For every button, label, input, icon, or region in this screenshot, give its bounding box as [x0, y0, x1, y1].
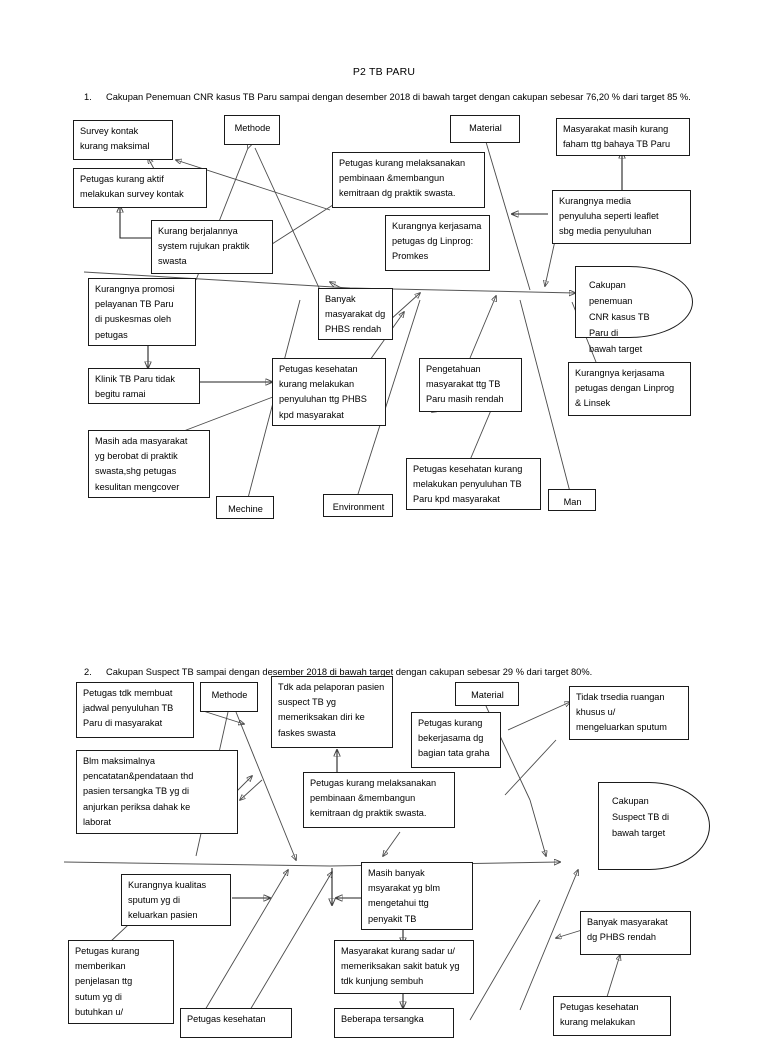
cause-box: Kurangnya media penyuluha seperti leafle… — [552, 190, 691, 244]
cause-box: Kurangnya kerjasama petugas dengan Linpr… — [568, 362, 691, 416]
cause-box: Kurangnya kualitas sputum yg di keluarka… — [121, 874, 231, 926]
cause-box: Petugas kurang memberikan penjelasan ttg… — [68, 940, 174, 1024]
cause-box: Petugas kesehatan kurang melakukan — [553, 996, 671, 1036]
cause-box: Petugas kesehatan — [180, 1008, 292, 1038]
cause-box: Kurangnya promosi pelayanan TB Paru di p… — [88, 278, 196, 346]
cause-box: Petugas kurang melaksanakan pembinaan &m… — [303, 772, 455, 828]
cause-box: Masih banyak msyarakat yg blm mengetahui… — [361, 862, 473, 930]
cause-box: Kurang berjalannya system rujukan prakti… — [151, 220, 273, 274]
section-2-statement: 2. Cakupan Suspect TB sampai dengan dese… — [84, 665, 748, 680]
section-2-number: 2. — [84, 667, 92, 677]
effect-head: Cakupan penemuan CNR kasus TB Paru di ba… — [575, 266, 693, 354]
category-label-material: Material — [450, 115, 520, 143]
page-title: P2 TB PARU — [352, 66, 416, 78]
cause-box: Survey kontak kurang maksimal — [73, 120, 173, 160]
cause-box: Petugas kesehatan kurang melakukan penyu… — [272, 358, 386, 426]
cause-box: Banyak masyarakat dg PHBS rendah — [318, 288, 393, 340]
section-1-number: 1. — [84, 92, 92, 102]
category-label-methode: Methode — [200, 682, 258, 712]
category-label-material: Material — [455, 682, 519, 706]
cause-box: Banyak masyarakat dg PHBS rendah — [580, 911, 691, 955]
cause-box: Masih ada masyarakat yg berobat di prakt… — [88, 430, 210, 498]
cause-box: Tdk ada pelaporan pasien suspect TB yg m… — [271, 676, 393, 748]
cause-box: Beberapa tersangka — [334, 1008, 454, 1038]
section-2-statement-text: Cakupan Suspect TB sampai dengan desembe… — [106, 667, 593, 677]
cause-box: Petugas kurang aktif melakukan survey ko… — [73, 168, 207, 208]
cause-box: Petugas kurang bekerjasama dg bagian tat… — [411, 712, 501, 768]
cause-box: Petugas kesehatan kurang melakukan penyu… — [406, 458, 541, 510]
cause-box: Masyarakat masih kurang faham ttg bahaya… — [556, 118, 690, 156]
section-1-statement-text: Cakupan Penemuan CNR kasus TB Paru sampa… — [106, 92, 691, 102]
category-label-man: Man — [548, 489, 596, 511]
section-1-statement: 1. Cakupan Penemuan CNR kasus TB Paru sa… — [84, 90, 748, 105]
cause-box: Kurangnya kerjasama petugas dg Linprog: … — [385, 215, 490, 271]
category-label-mechine: Mechine — [216, 496, 274, 519]
effect-head: Cakupan Suspect TB di bawah target — [598, 782, 710, 870]
cause-box: Tidak trsedia ruangan khusus u/ mengelua… — [569, 686, 689, 740]
cause-box: Petugas kurang melaksanakan pembinaan &m… — [332, 152, 485, 208]
category-label-methode: Methode — [224, 115, 280, 145]
cause-box: Petugas tdk membuat jadwal penyuluhan TB… — [76, 682, 194, 738]
cause-box: Pengetahuan masyarakat ttg TB Paru masih… — [419, 358, 522, 412]
cause-box: Klinik TB Paru tidak begitu ramai — [88, 368, 200, 404]
cause-box: Blm maksimalnya pencatatan&pendataan thd… — [76, 750, 238, 834]
category-label-environment: Environment — [323, 494, 393, 517]
cause-box: Masyarakat kurang sadar u/ memeriksakan … — [334, 940, 474, 994]
